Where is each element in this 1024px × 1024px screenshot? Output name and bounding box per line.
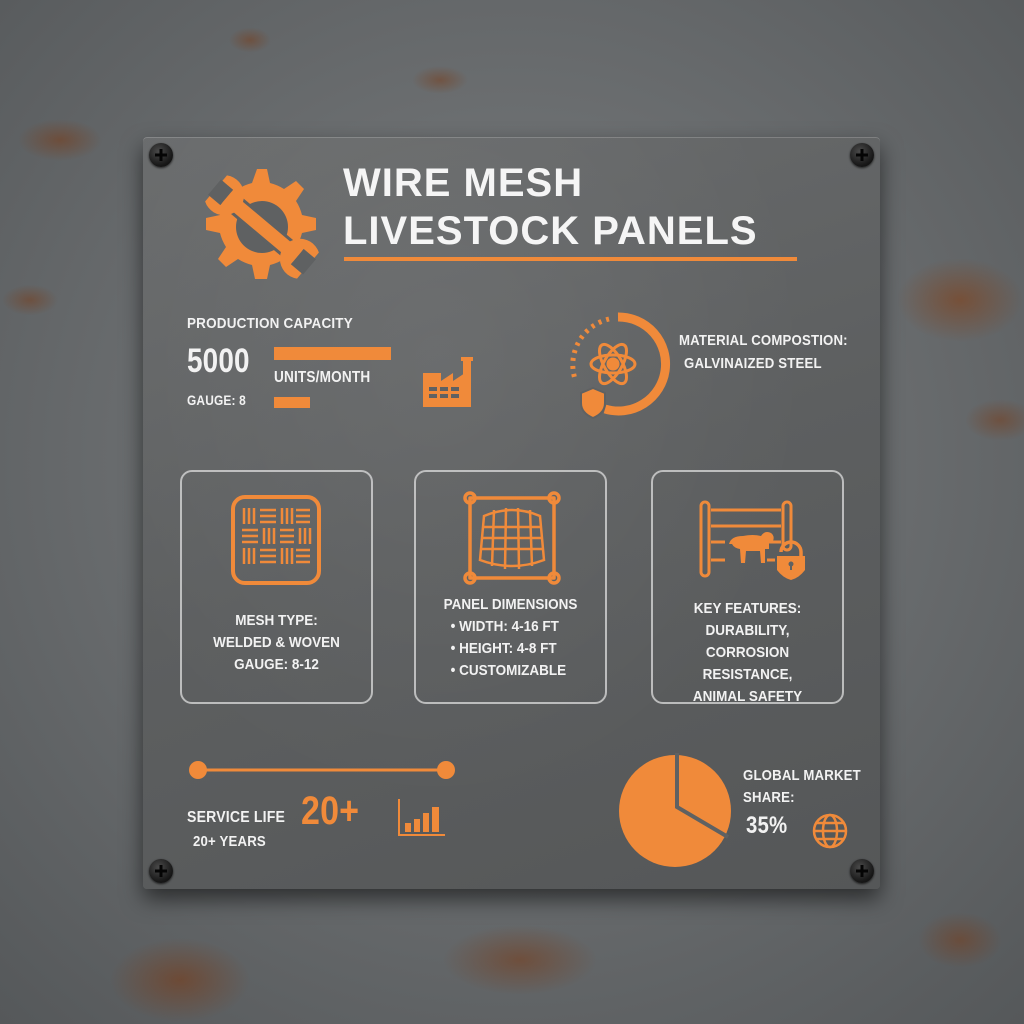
production-value: 5000 bbox=[187, 342, 250, 380]
bar-chart-icon bbox=[398, 799, 445, 836]
mesh-type-text: MESH TYPE: WELDED & WOVEN GAUGE: 8-12 bbox=[182, 610, 371, 676]
panel-dimensions-heading: PANEL DIMENSIONS bbox=[443, 596, 578, 613]
page-title: WIRE MESH LIVESTOCK PANELS bbox=[343, 159, 758, 255]
screw-icon bbox=[149, 143, 173, 167]
market-label-1: GLOBAL MARKET bbox=[743, 767, 861, 784]
key-features-line: CORROSION RESISTANCE, bbox=[702, 644, 793, 683]
panel-dimensions-text: PANEL DIMENSIONS WIDTH: 4-16 FT HEIGHT: … bbox=[416, 594, 605, 682]
dimension-bullet: HEIGHT: 4-8 FT bbox=[425, 638, 595, 660]
shield-icon bbox=[580, 386, 606, 419]
title-underline bbox=[344, 257, 797, 261]
fence-sheep-lock-icon bbox=[699, 500, 805, 580]
woven-mesh-icon bbox=[231, 495, 321, 585]
gear-wrench-icon bbox=[205, 169, 319, 279]
metal-plate: WIRE MESH LIVESTOCK PANELS PRODUCTION CA… bbox=[143, 137, 880, 889]
material-value: GALVINAIZED STEEL bbox=[684, 355, 822, 372]
mesh-type-line: WELDED & WOVEN bbox=[213, 634, 340, 651]
lock-icon bbox=[777, 540, 805, 580]
key-features-text: KEY FEATURES: DURABILITY, CORROSION RESI… bbox=[653, 598, 842, 708]
card-key-features: KEY FEATURES: DURABILITY, CORROSION RESI… bbox=[651, 470, 844, 705]
card-panel-dimensions: PANEL DIMENSIONS WIDTH: 4-16 FT HEIGHT: … bbox=[414, 470, 607, 704]
production-gauge: GAUGE: 8 bbox=[187, 392, 246, 408]
material-label: MATERIAL COMPOSTION: bbox=[679, 332, 848, 349]
key-features-line: ANIMAL SAFETY bbox=[692, 688, 803, 705]
market-share-pie bbox=[619, 753, 731, 867]
production-unit: UNITS/MONTH bbox=[274, 369, 371, 386]
capacity-bar-bottom bbox=[274, 397, 310, 408]
gauge-ring-icon bbox=[570, 312, 671, 419]
timeline-icon bbox=[189, 761, 455, 779]
mesh-type-line: MESH TYPE: bbox=[235, 612, 318, 629]
title-line-1: WIRE MESH bbox=[343, 161, 584, 205]
sheep-icon bbox=[729, 532, 774, 563]
service-life-label: SERVICE LIFE bbox=[187, 809, 286, 826]
service-life-sub: 20+ YEARS bbox=[193, 833, 266, 850]
dimension-bullet: WIDTH: 4-16 FT bbox=[425, 616, 595, 638]
card-mesh-type: MESH TYPE: WELDED & WOVEN GAUGE: 8-12 bbox=[180, 470, 373, 704]
screw-icon bbox=[149, 859, 173, 883]
atom-icon bbox=[589, 342, 637, 386]
service-life-value: 20+ bbox=[301, 789, 360, 833]
factory-icon bbox=[423, 357, 473, 407]
screw-icon bbox=[850, 859, 874, 883]
title-line-2: LIVESTOCK PANELS bbox=[343, 209, 758, 253]
capacity-bar-top bbox=[274, 347, 391, 360]
panel-grid-icon bbox=[463, 491, 561, 585]
key-features-line: DURABILITY, bbox=[705, 622, 790, 639]
market-value: 35% bbox=[746, 812, 788, 839]
screw-icon bbox=[850, 143, 874, 167]
mesh-type-line: GAUGE: 8-12 bbox=[234, 656, 319, 673]
market-label-2: SHARE: bbox=[743, 789, 795, 806]
production-label: PRODUCTION CAPACITY bbox=[187, 315, 353, 332]
globe-icon bbox=[812, 813, 848, 849]
key-features-line: KEY FEATURES: bbox=[693, 600, 802, 617]
dimension-bullet: CUSTOMIZABLE bbox=[425, 660, 595, 682]
